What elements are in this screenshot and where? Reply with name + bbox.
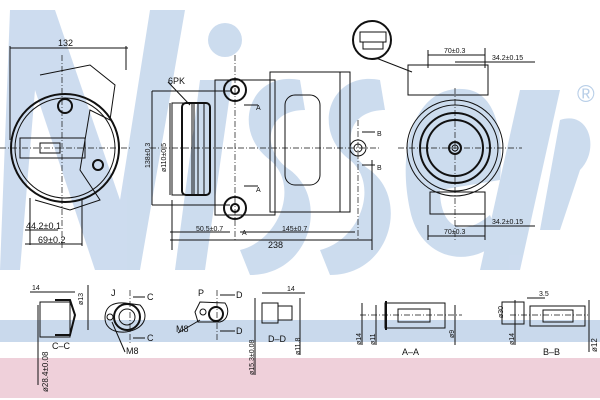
detail-cc: [30, 285, 89, 385]
rear-top-width-label: 70±0.3: [444, 48, 465, 55]
rear-view: [352, 20, 535, 240]
height-label: 138±0.3: [145, 143, 152, 168]
rear-bottom-offset-label: 34.2±0.15: [492, 219, 523, 226]
dd-dia1: ø15.3±0.08: [249, 340, 256, 375]
aa-section-label: A–A: [402, 347, 419, 357]
front-view: [0, 46, 130, 250]
belt-type-label: 6PK: [168, 76, 185, 86]
aa-dia2: ø11: [370, 333, 377, 345]
offset-label: 50.5±0.7: [196, 226, 223, 233]
front-dim-a-label: 44.2±0.1: [26, 221, 61, 231]
body-length-label: 145±0.7: [282, 226, 307, 233]
dd-dia2: ø11.8: [295, 338, 302, 355]
section-a-dim: A: [242, 230, 247, 237]
p-cut-bottom: D: [236, 326, 243, 336]
rear-bottom-width-label: 70±0.3: [444, 229, 465, 236]
section-b-top: B: [377, 131, 382, 138]
j-cut-bottom: C: [147, 333, 154, 343]
detail-p: [177, 290, 235, 340]
front-width-label: 132: [58, 38, 73, 48]
bb-dia1: ø30: [498, 306, 505, 318]
rear-top-offset-label: 34.2±0.15: [492, 55, 523, 62]
cc-section-label: C–C: [52, 341, 71, 351]
front-dim-b-label: 69±0.2: [38, 235, 65, 245]
section-a-bottom: A: [256, 187, 261, 194]
detail-j: [104, 290, 146, 353]
p-cut-top: D: [236, 290, 243, 300]
bb-length: 3.5: [539, 291, 549, 298]
j-view-label: J: [111, 288, 116, 298]
cc-dia1: ø13: [78, 293, 85, 305]
detail-aa: [360, 301, 462, 345]
p-thread-label: M8: [176, 324, 189, 334]
total-length-label: 238: [268, 240, 283, 250]
pink-band: [0, 358, 600, 398]
aa-dia1: ø14: [356, 333, 363, 345]
dd-length: 14: [287, 286, 295, 293]
dd-section-label: D–D: [268, 334, 287, 344]
p-view-label: P: [198, 288, 204, 298]
cc-dia2: ø28.4±0.08: [41, 351, 50, 392]
side-view: [150, 55, 380, 250]
bb-section-label: B–B: [543, 347, 560, 357]
aa-dia3: ø9: [449, 330, 456, 338]
bb-dia2: ø14: [509, 333, 516, 345]
bb-dia3: ø12: [590, 338, 599, 352]
detail-dd: [254, 292, 305, 375]
section-b-bottom: B: [377, 165, 382, 172]
j-thread-label: M8: [126, 346, 139, 356]
section-a-top: A: [256, 105, 261, 112]
pulley-diameter-label: ø110±0.5: [161, 143, 168, 172]
j-cut-top: C: [147, 292, 154, 302]
cc-length: 14: [32, 285, 40, 292]
detail-bb: [501, 297, 590, 352]
registered-mark: ®: [577, 81, 595, 108]
